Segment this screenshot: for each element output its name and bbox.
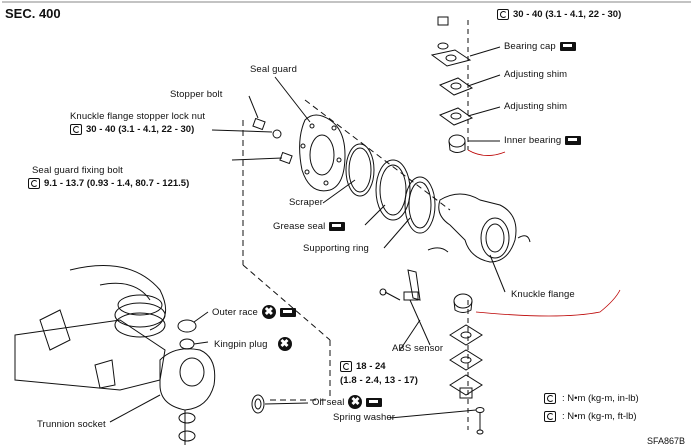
torque-wrench-icon (497, 9, 509, 20)
torque-wrench-icon (28, 178, 40, 189)
torque-wrench-icon (340, 361, 352, 372)
label-text: Kingpin plug (214, 338, 268, 350)
label-inner-bearing: Inner bearing (504, 135, 582, 146)
label-text: Inner bearing (504, 135, 562, 146)
grease-icon (279, 307, 296, 317)
torque-wrench-icon (544, 393, 556, 404)
label-oil-seal: Oil seal ✖ (312, 395, 383, 409)
label-text: Oil seal (312, 396, 345, 408)
grease-icon (559, 42, 576, 51)
section-number: SEC. 400 (5, 6, 61, 21)
label-outer-race: Outer race ✖ (212, 305, 296, 319)
torque-spec-bearing-cap-bolt: 30 - 40 (3.1 - 4.1, 22 - 30) (497, 9, 621, 20)
figure-code: SFA867B (646, 436, 685, 446)
torque-value: 18 - 24 (356, 361, 386, 372)
label-text: Outer race (212, 306, 258, 318)
torque-spec-lock-nut: 30 - 40 (3.1 - 4.1, 22 - 30) (70, 124, 194, 135)
label-spring-washer: Spring washer (333, 412, 396, 423)
torque-wrench-icon (70, 124, 82, 135)
torque-value: 30 - 40 (3.1 - 4.1, 22 - 30) (513, 9, 622, 20)
label-seal-guard-fixing-bolt: Seal guard fixing bolt (32, 165, 123, 176)
label-kingpin-plug: Kingpin plug ✖ (214, 337, 292, 351)
replace-icon: ✖ (277, 337, 292, 351)
label-adjusting-shim-upper: Adjusting shim (504, 69, 568, 80)
label-knuckle-flange: Knuckle flange (511, 289, 575, 300)
grease-icon (366, 397, 383, 407)
label-abs-sensor: ABS sensor (392, 343, 444, 354)
legend-text: : N•m (kg-m, ft-lb) (562, 411, 637, 422)
label-adjusting-shim-lower: Adjusting shim (504, 101, 568, 112)
torque-spec-abs-sensor-detail: (1.8 - 2.4, 13 - 17) (340, 375, 419, 386)
torque-wrench-icon (544, 411, 556, 422)
label-stopper-bolt: Stopper bolt (170, 89, 223, 100)
grease-icon (329, 222, 346, 231)
replace-icon: ✖ (348, 395, 363, 409)
legend-ft-lb: : N•m (kg-m, ft-lb) (544, 411, 637, 422)
label-grease-seal: Grease seal (273, 221, 346, 232)
torque-spec-abs-sensor: 18 - 24 (340, 361, 386, 372)
legend-in-lb: : N•m (kg-m, in-lb) (544, 393, 639, 404)
torque-spec-fixing-bolt: 9.1 - 13.7 (0.93 - 1.4, 80.7 - 121.5) (28, 178, 189, 189)
label-text: Grease seal (273, 221, 326, 232)
replace-icon: ✖ (261, 305, 276, 319)
label-bearing-cap: Bearing cap (504, 41, 576, 52)
label-text: Bearing cap (504, 41, 556, 52)
label-trunnion-socket: Trunnion socket (37, 419, 106, 430)
grease-icon (565, 136, 582, 145)
label-scraper: Scraper (289, 197, 323, 208)
legend-text: : N•m (kg-m, in-lb) (562, 393, 639, 404)
label-knuckle-flange-stopper-lock-nut: Knuckle flange stopper lock nut (70, 111, 206, 122)
torque-value: 30 - 40 (3.1 - 4.1, 22 - 30) (86, 124, 195, 135)
label-supporting-ring: Supporting ring (303, 243, 369, 254)
torque-value: 9.1 - 13.7 (0.93 - 1.4, 80.7 - 121.5) (44, 178, 190, 189)
label-seal-guard: Seal guard (250, 64, 297, 75)
